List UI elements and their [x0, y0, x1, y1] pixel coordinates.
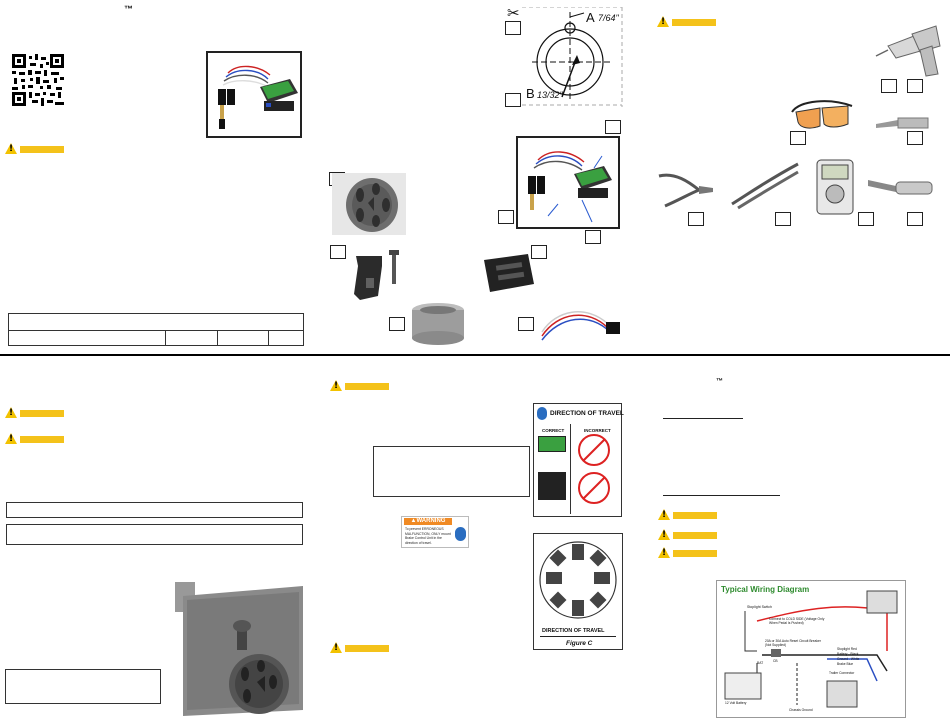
size-a: 7/64" — [598, 13, 619, 23]
safety-glasses-icon — [791, 100, 853, 129]
warning-icon-right-top: ! — [657, 16, 717, 28]
page-divider — [0, 354, 950, 356]
step-number-box — [907, 79, 923, 93]
underline-heading-2 — [663, 495, 780, 496]
step-number-box — [505, 21, 521, 35]
step-number-box — [858, 212, 874, 226]
note-box-3 — [5, 669, 161, 704]
warning-icon-left-1: ! — [5, 143, 65, 155]
figure-c-arrow — [540, 636, 616, 637]
size-b: 13/32" — [537, 90, 563, 100]
wiring-label-bat: BAT — [757, 661, 764, 665]
knob-photo — [332, 173, 406, 235]
warning-label-header: ▲WARNING — [404, 518, 452, 525]
step-number-box — [881, 79, 897, 93]
underline-heading-1 — [663, 418, 743, 419]
wire-harness — [541, 311, 620, 341]
mounting-bracket — [354, 250, 399, 300]
label-b: B — [526, 86, 535, 101]
step-number-box — [585, 230, 601, 244]
product-photo-frame — [206, 51, 302, 138]
wiring-label-white: Ground - White — [837, 657, 860, 661]
mounting-nut — [412, 303, 464, 345]
qr-code — [12, 54, 64, 106]
screwdriver-icon — [868, 180, 933, 195]
wiring-label-ground: Chassis Ground — [789, 708, 813, 712]
scissors-icon: ✂ — [507, 4, 520, 22]
warning-label-text: To prevent ERRONEOUS MALFUNCTION, ONLY m… — [405, 527, 451, 545]
direction-chart-title: DIRECTION OF TRAVEL — [550, 410, 624, 417]
label-a: A — [586, 10, 595, 25]
figure-c-diagram — [539, 541, 617, 619]
correct-unit-1 — [538, 436, 566, 452]
drill-template-diagram — [522, 7, 623, 107]
warning-icon-mid-2: ! — [330, 642, 390, 654]
wiring-label-breaker: 20A or 30A Auto Reset Circuit Breaker (N… — [765, 639, 821, 647]
adhesive-pad — [484, 254, 534, 292]
wiring-label-blue: Brake Blue — [837, 662, 854, 666]
wiring-lines — [724, 590, 898, 708]
specs-table — [8, 313, 304, 346]
step-number-box — [907, 131, 923, 145]
knob-installation-photo — [175, 582, 303, 716]
wiring-diagram: Typical Wiring Diagram Stoplight Switch … — [716, 580, 906, 718]
wire-cutters-icon — [658, 173, 713, 208]
warning-icon-bottom-left-2: ! — [5, 433, 65, 445]
wiring-label-red: Stoplight Red — [837, 647, 857, 651]
step-number-box — [505, 93, 521, 107]
multimeter-icon — [816, 159, 854, 215]
wiring-label-cb: CB — [773, 659, 778, 663]
note-box-2 — [6, 524, 303, 545]
step-number-box — [790, 131, 806, 145]
step-number-box — [605, 120, 621, 134]
wiring-label-trailer: Trailer Connector — [829, 671, 855, 675]
figure-c-caption: Figure C — [566, 640, 593, 647]
step-number-box — [907, 212, 923, 226]
screwdriver-bit-icon — [876, 117, 929, 129]
wiring-title: Typical Wiring Diagram — [721, 585, 810, 594]
crimping-tool-icon — [731, 162, 799, 210]
warning-icon-bottom-left-1: ! — [5, 407, 65, 419]
step-number-box — [775, 212, 791, 226]
direction-chart: DIRECTION OF TRAVEL CORRECT INCORRECT — [533, 403, 624, 517]
trademark-top-left: ™ — [124, 4, 133, 14]
incorrect-icons — [578, 434, 610, 504]
warning-icon-right-3: ! — [658, 547, 718, 559]
direction-chart-incorrect: INCORRECT — [584, 428, 611, 433]
controller-photo-frame — [516, 136, 620, 229]
direction-chart-logo — [537, 407, 547, 420]
step-number-box — [518, 317, 534, 331]
correct-unit-2 — [538, 472, 566, 500]
direction-chart-correct: CORRECT — [542, 428, 565, 433]
brake-controller-photo — [528, 151, 612, 223]
warning-label-icon — [455, 527, 466, 541]
warning-icon-right-1: ! — [658, 509, 718, 521]
step-number-box — [688, 212, 704, 226]
wiring-label-battery: 12 Volt Battery — [725, 701, 747, 705]
figure-c-frame: DIRECTION OF TRAVEL Figure C — [533, 533, 623, 650]
wiring-label-black: Battery - Black — [837, 652, 859, 656]
note-box-mid — [373, 446, 530, 497]
note-box-1 — [6, 502, 303, 518]
warning-label-sticker: ▲WARNING To prevent ERRONEOUS MALFUNCTIO… — [401, 516, 469, 548]
step-number-box — [330, 245, 346, 259]
warning-icon-mid-1: ! — [330, 380, 390, 392]
drill-tool-icon — [875, 25, 941, 77]
wiring-label-switch: Stoplight Switch — [747, 605, 772, 609]
trademark-bottom-right: ™ — [716, 378, 723, 385]
wiring-label-cold: Connect to COLD SIDE (Voltage Only When … — [769, 617, 825, 625]
figure-c-direction: DIRECTION OF TRAVEL — [542, 628, 605, 634]
warning-icon-right-2: ! — [658, 529, 718, 541]
step-number-box — [531, 245, 547, 259]
brake-controller-photo — [218, 65, 298, 129]
step-number-box — [389, 317, 405, 331]
step-number-box — [498, 210, 514, 224]
